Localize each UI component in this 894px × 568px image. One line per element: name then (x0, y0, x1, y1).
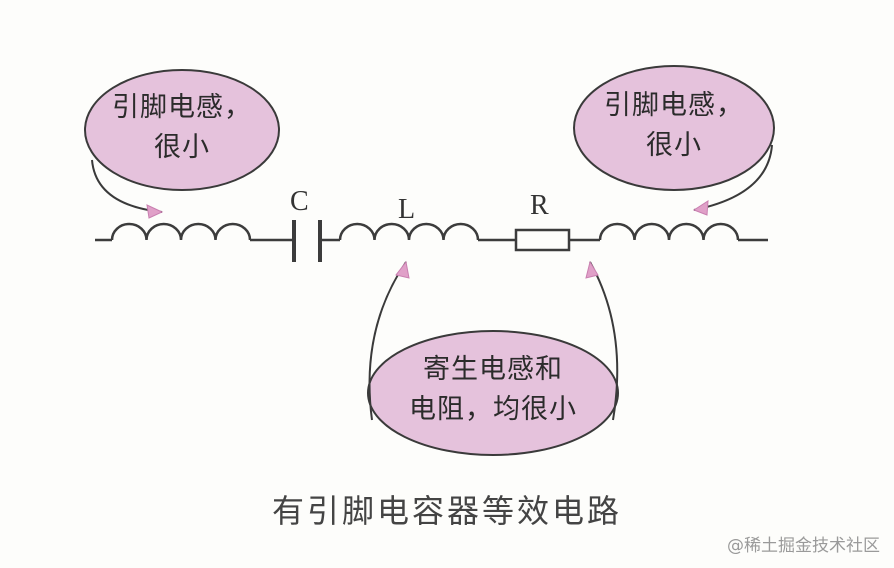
resistor (514, 228, 571, 252)
watermark: @稀土掘金技术社区 (727, 536, 880, 556)
bottom-right-pointer-curve (589, 261, 619, 421)
right-arrow-head (692, 200, 709, 216)
right-pointer-curve (693, 144, 773, 211)
bottom-left-arrow-head (395, 260, 410, 279)
inductor-label: L (398, 194, 416, 225)
resistor-label: R (530, 190, 549, 221)
diagram-caption: 有引脚电容器等效电路 (271, 492, 622, 530)
right-lead-inductor (598, 222, 740, 241)
right-bubble (573, 65, 775, 191)
right-bubble-line2: 很小 (646, 130, 702, 161)
left-arrow-head (146, 204, 164, 219)
bottom-bubble-line1: 寄生电感和 (423, 354, 563, 385)
bottom-right-arrow-head (585, 260, 599, 279)
left-bubble-text: 引脚电感， 很小 (92, 88, 272, 168)
capacitor (292, 220, 322, 262)
right-bubble-text: 引脚电感， 很小 (584, 86, 764, 166)
left-lead-inductor (110, 222, 252, 241)
bottom-left-pointer-curve (368, 261, 407, 421)
bottom-bubble-line2: 电阻，均很小 (409, 394, 577, 425)
right-bubble-line1: 引脚电感， (604, 90, 744, 121)
left-bubble-line2: 很小 (154, 132, 210, 163)
parasitic-inductor (338, 222, 480, 241)
capacitor-label: C (290, 186, 309, 217)
left-bubble (84, 69, 280, 191)
bottom-bubble (367, 330, 619, 456)
bottom-bubble-text: 寄生电感和 电阻，均很小 (378, 350, 608, 430)
left-bubble-line1: 引脚电感， (112, 92, 252, 123)
